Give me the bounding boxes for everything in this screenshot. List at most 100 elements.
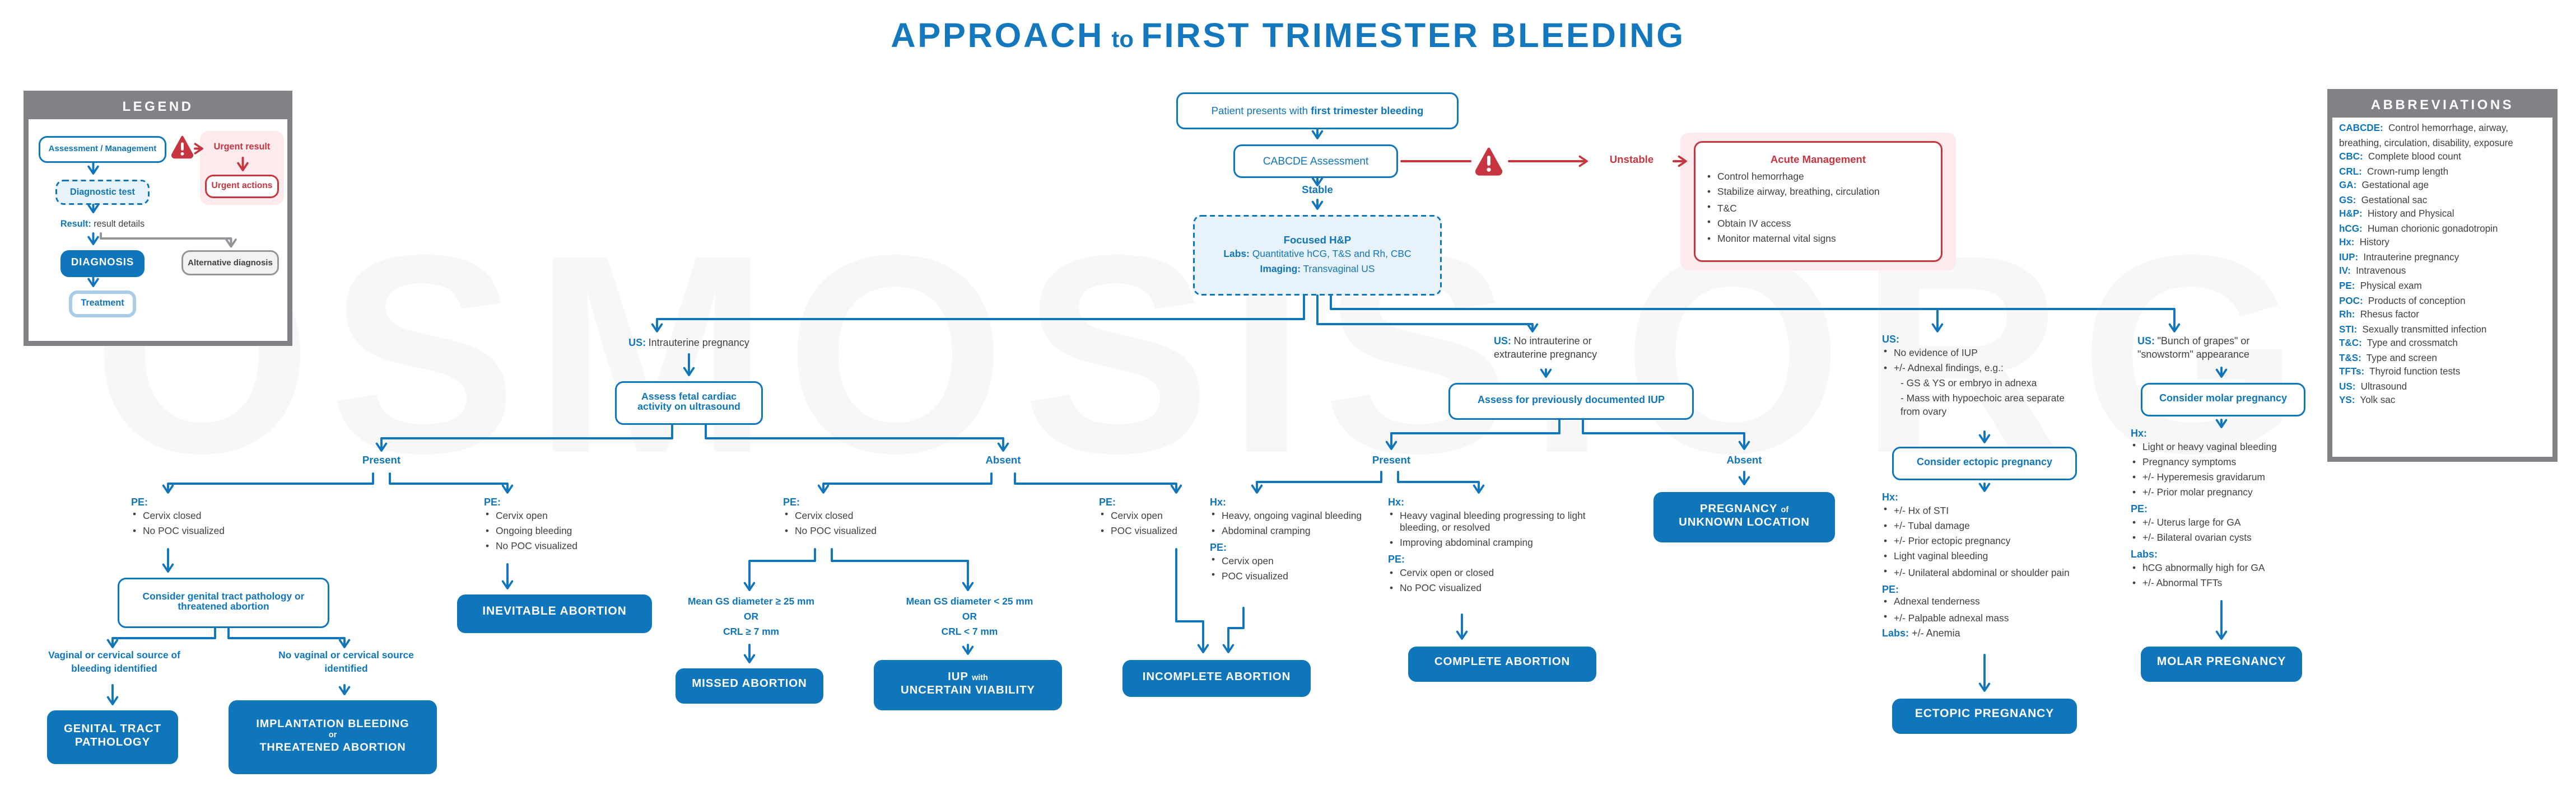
list-item: Cervix open (1210, 556, 1371, 570)
abbreviation-term: YS: (2339, 397, 2355, 408)
list-item: CBC: Complete blood count (2339, 153, 2461, 163)
assess-fetal-cardiac-box: Assess fetal cardiac activity on ultraso… (615, 381, 763, 425)
abbreviation-term: GA: (2339, 181, 2357, 192)
abbreviation-term: IV: (2339, 268, 2351, 278)
list-item: Light or heavy vaginal bleeding (2131, 442, 2326, 456)
title-part-2: FIRST TRIMESTER BLEEDING (1141, 17, 1685, 55)
patient-presents-text: Patient presents with first trimester bl… (1212, 105, 1424, 117)
abbreviation-term: CBC: (2339, 153, 2363, 163)
us-label: US: (1494, 338, 1512, 348)
list-item: +/- Hyperemesis gravidarum (2131, 473, 2326, 486)
imaging-value: Transvaginal US (1303, 264, 1375, 275)
diagnosis-line: IUP with (948, 672, 988, 685)
list-item: Stabilize airway, breathing, circulation (1706, 188, 1880, 202)
pe-list: Cervix openOngoing bleedingNo POC visual… (484, 511, 627, 555)
pe-label: PE: (2131, 505, 2148, 516)
legend-treatment-box: Treatment (69, 291, 136, 317)
abbreviation-term: CRL: (2339, 167, 2362, 177)
list-item: +/- Uterus large for GA (2131, 518, 2326, 532)
branch-head-line: "snowstorm" appearance (2137, 350, 2249, 361)
abbreviations-list: CABCDE: Control hemorrhage, airway, brea… (2332, 118, 2552, 415)
diagnosis-genital-tract-pathology: GENITAL TRACT PATHOLOGY (47, 710, 178, 764)
list-item: Light vaginal bleeding (1882, 552, 2087, 566)
legend-body: Assessment / Management Urgent result Ur… (29, 119, 287, 341)
focused-hp-imaging: Imaging: Transvaginal US (1260, 263, 1375, 278)
list-item: POC visualized (1099, 526, 1250, 540)
hx-list: Light or heavy vaginal bleedingPregnancy… (2131, 442, 2326, 502)
branch-head-line: US:"Bunch of grapes" or (2137, 338, 2312, 350)
list-item: Cervix closed (783, 511, 951, 525)
diagnosis-word-small: of (1781, 507, 1789, 516)
abbreviation-term: POC: (2339, 296, 2363, 307)
us-label: US: (2137, 338, 2155, 348)
patient-presents-plain: Patient presents with (1211, 105, 1311, 117)
pe-column: PE: Cervix openPOC visualized (1099, 499, 1250, 540)
hx-label: Hx: (1882, 494, 1899, 504)
list-item: +/- Adnexal findings, e.g.: (1882, 363, 2077, 377)
pe-column: PE: Cervix closedNo POC visualized (131, 499, 299, 540)
patient-presents-box: Patient presents with first trimester bl… (1176, 92, 1459, 129)
diagnosis-line: PATHOLOGY (74, 737, 151, 749)
diagnosis-incomplete-abortion: INCOMPLETE ABORTION (1122, 660, 1311, 697)
list-item: +/- Hx of STI (1882, 506, 2087, 519)
assess-documented-iup-box: Assess for previously documented IUP (1448, 383, 1694, 420)
list-item: hCG abnormally high for GA (2131, 563, 2326, 577)
pe-label: PE: (484, 499, 501, 509)
us-findings-column: US: No evidence of IUP+/- Adnexal findin… (1882, 336, 2077, 420)
title-part-to: to (1111, 25, 1134, 52)
abbreviation-term: H&P: (2339, 210, 2363, 221)
diagnosis-iup-uncertain-viability: IUP with UNCERTAIN VIABILITY (874, 660, 1062, 710)
legend-header: LEGEND (29, 96, 287, 119)
list-item: +/- Tubal damage (1882, 521, 2087, 535)
abbreviations-header: ABBREVIATIONS (2332, 94, 2552, 118)
labs-label: Labs: (1223, 250, 1250, 260)
pe-label: PE: (783, 499, 800, 509)
legend-urgent-actions-box: Urgent actions (205, 175, 279, 198)
legend-result-label: Result: (60, 220, 91, 230)
present-label: Present (1372, 455, 1411, 467)
us-text: No intrauterine or (1513, 338, 1592, 348)
list-item: Monitor maternal vital signs (1706, 235, 1880, 248)
hx-pe-labs-column: Hx: Light or heavy vaginal bleedingPregn… (2131, 430, 2326, 592)
diagnosis-line: GENITAL TRACT (63, 723, 162, 736)
abbreviation-term: hCG: (2339, 224, 2363, 235)
legend-result-text: result details (94, 220, 145, 230)
pe-label: PE: (1210, 544, 1227, 554)
diagnosis-complete-abortion: COMPLETE ABORTION (1408, 647, 1596, 682)
list-item: Cervix open or closed (1388, 569, 1590, 582)
list-item: - Mass with hypoechoic area separate fro… (1900, 395, 2065, 418)
list-item: POC: Products of conception (2339, 296, 2466, 307)
list-item: T&S: Type and screen (2339, 354, 2437, 364)
branch-molar-head: US:"Bunch of grapes" or "snowstorm" appe… (2137, 338, 2312, 364)
list-item: Control hemorrhage (1706, 172, 1880, 186)
list-item: No POC visualized (783, 526, 951, 540)
patient-presents-bold: first trimester bleeding (1311, 105, 1424, 117)
abbreviation-term: T&C: (2339, 339, 2362, 350)
diagnosis-word: PREGNANCY (1699, 503, 1777, 516)
legend-result-line: Result:result details (32, 220, 173, 232)
consider-ectopic-box: Consider ectopic pregnancy (1892, 447, 2077, 480)
criteria-line: CRL ≥ 7 mm (723, 628, 780, 638)
legend-panel: LEGEND Assessment / Management Urgent re… (24, 91, 292, 346)
diagnosis-implantation-threatened: IMPLANTATION BLEEDING or THREATENED ABOR… (229, 700, 437, 774)
imaging-label: Imaging: (1260, 264, 1301, 275)
abbreviation-term: Rh: (2339, 311, 2355, 321)
labs-list: hCG abnormally high for GA+/- Abnormal T… (2131, 563, 2326, 592)
abbreviation-term: Hx: (2339, 239, 2355, 250)
title-part-1: APPROACH (891, 17, 1104, 55)
us-label: US: (628, 339, 646, 349)
hx-list: Heavy, ongoing vaginal bleedingAbdominal… (1210, 511, 1371, 540)
list-item: Hx: History (2339, 239, 2389, 250)
diagnosis-or: or (328, 732, 337, 741)
pe-label: PE: (1388, 556, 1405, 566)
list-item: Heavy, ongoing vaginal bleeding (1210, 511, 1371, 525)
list-item: IUP: Intrauterine pregnancy (2339, 253, 2459, 264)
criteria-gs-large: Mean GS diameter ≥ 25 mm OR CRL ≥ 7 mm (669, 596, 833, 642)
criteria-or: OR (743, 612, 759, 623)
list-item: GS: Gestational sac (2339, 196, 2428, 207)
labs-label: Labs: (1882, 630, 1909, 641)
us-text: Intrauterine pregnancy (648, 339, 749, 349)
diagnosis-pregnancy-unknown-location: PREGNANCY of UNKNOWN LOCATION (1653, 492, 1835, 542)
acute-management-box: Acute Management Control hemorrhageStabi… (1694, 141, 1943, 262)
